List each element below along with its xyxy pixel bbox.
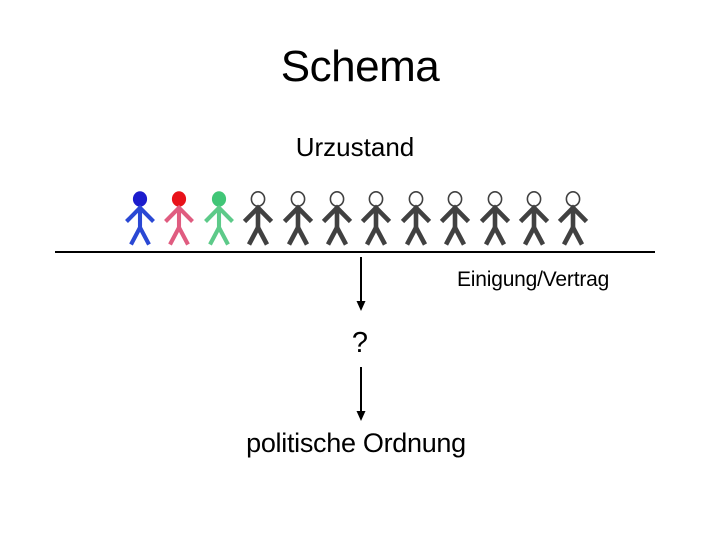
einigung-vertrag-label: Einigung/Vertrag <box>457 268 610 291</box>
person-icon <box>241 191 275 246</box>
person-icon <box>478 191 512 246</box>
divider-line <box>55 251 655 253</box>
person-icon <box>399 191 433 246</box>
person-icon <box>517 191 551 246</box>
people-row <box>0 0 720 260</box>
red-person-icon <box>162 191 196 246</box>
arrow-down-icon <box>355 366 367 422</box>
politische-ordnung-label: politische Ordnung <box>246 428 466 458</box>
blue-person-icon <box>123 191 157 246</box>
green-person-icon <box>202 191 236 246</box>
person-icon <box>281 191 315 246</box>
person-icon <box>556 191 590 246</box>
person-icon <box>438 191 472 246</box>
subtitle-urzustand: Urzustand <box>295 132 415 162</box>
question-mark-label: ? <box>351 327 369 359</box>
slide-title: Schema <box>280 42 440 91</box>
person-icon <box>359 191 393 246</box>
person-icon <box>320 191 354 246</box>
arrow-down-icon <box>355 256 367 312</box>
